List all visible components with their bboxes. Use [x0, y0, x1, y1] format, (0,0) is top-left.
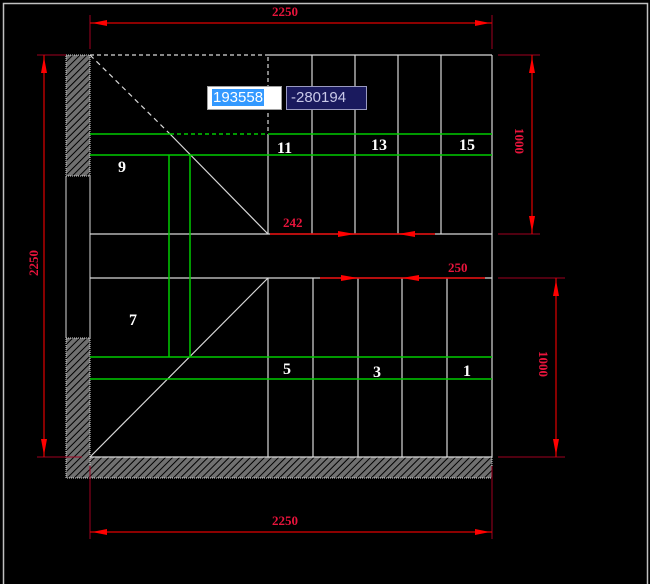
dim-left-label: 2250 [26, 250, 41, 276]
step-label-5: 5 [283, 361, 291, 378]
dim-right-upper-label: 1000 [512, 128, 527, 154]
left-wall-opening [65, 176, 91, 338]
handrail-lines [90, 133, 492, 380]
step-label-15: 15 [459, 137, 475, 154]
dim-bottom-label: 2250 [272, 513, 298, 528]
dim-landing-lower-label: 250 [448, 260, 468, 275]
coordinate-x-input[interactable]: 193558 [207, 86, 282, 110]
dimension-right-upper-1000[interactable]: 1000 [498, 54, 540, 235]
step-label-9: 9 [118, 159, 126, 176]
upper-flight-treads [267, 55, 442, 234]
coordinate-y-input[interactable]: -280194 [286, 86, 367, 110]
dim-right-lower-label: 1000 [536, 351, 551, 377]
step-label-13: 13 [371, 137, 387, 154]
dimension-top-2250[interactable]: 2250 [89, 4, 493, 49]
step-label-7: 7 [129, 312, 137, 329]
dim-landing-upper-label: 242 [283, 215, 303, 230]
step-label-11: 11 [277, 140, 292, 157]
dimension-right-lower-1000[interactable]: 1000 [498, 277, 565, 458]
lower-flight-treads [267, 278, 448, 457]
left-wall-lower [65, 337, 91, 479]
coordinate-x-value: 193558 [212, 89, 265, 106]
step-label-3: 3 [373, 364, 381, 381]
dim-top-label: 2250 [272, 4, 298, 19]
left-wall-upper [65, 54, 91, 177]
bottom-wall [89, 456, 493, 479]
step-label-1: 1 [463, 363, 471, 380]
winder-diagonal-upper [169, 133, 269, 235]
dimension-landing-242[interactable]: 242 [270, 215, 435, 237]
dimension-left-2250[interactable]: 2250 [26, 54, 82, 458]
dimension-bottom-2250[interactable]: 2250 [89, 466, 493, 539]
winder-diagonal-lower [89, 277, 269, 458]
winder-diagonal-dashed [89, 54, 171, 135]
dimension-landing-250[interactable]: 250 [320, 260, 485, 281]
